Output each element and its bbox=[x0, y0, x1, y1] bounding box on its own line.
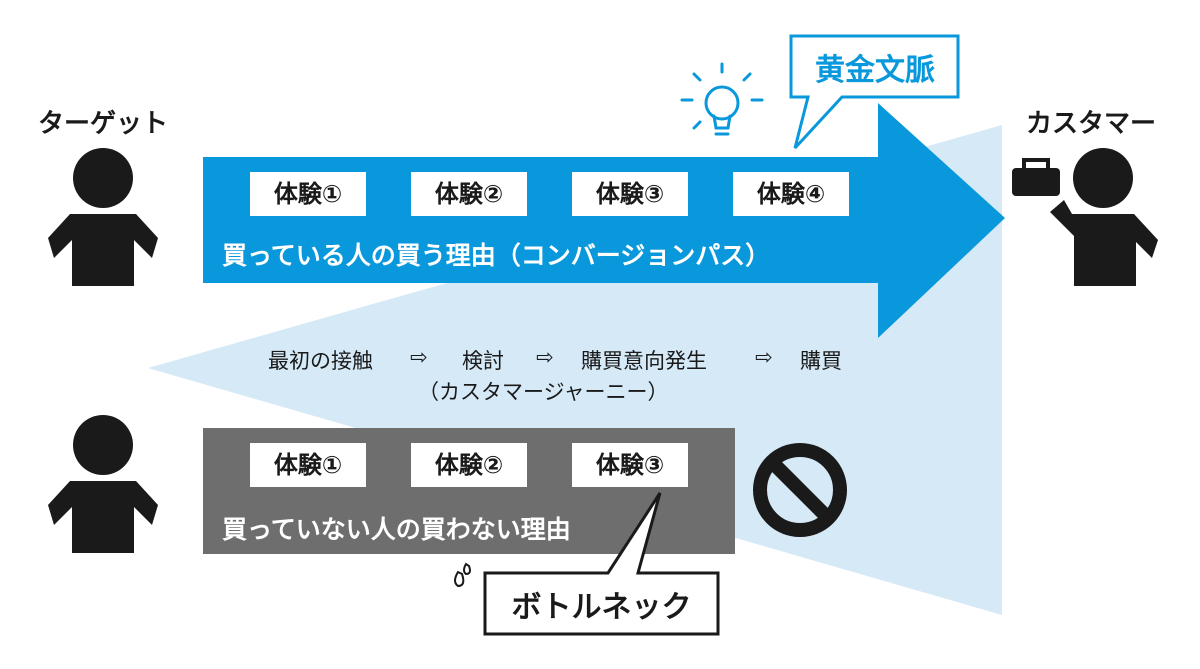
shopper-with-bag-icon bbox=[1012, 148, 1158, 286]
target-person-icon bbox=[48, 148, 158, 286]
journey-caption: （カスタマージャーニー） bbox=[418, 380, 669, 404]
journey-stage-4: 購買 bbox=[800, 349, 842, 373]
conversion-step-1: 体験① bbox=[250, 172, 366, 216]
non-buyer-step-3: 体験③ bbox=[572, 443, 688, 487]
journey-arrow-2: ⇨ bbox=[536, 345, 554, 369]
journey-stage-2: 検討 bbox=[462, 349, 504, 373]
journey-stage-3: 購買意向発生 bbox=[581, 349, 707, 373]
lightbulb-icon bbox=[680, 62, 764, 136]
conversion-path-title: 買っている人の買う理由（コンバージョンパス） bbox=[222, 241, 771, 270]
journey-arrow-1: ⇨ bbox=[410, 345, 428, 369]
conversion-step-4: 体験④ bbox=[733, 172, 849, 216]
golden-context-callout bbox=[789, 34, 960, 150]
prohibited-icon bbox=[753, 443, 847, 537]
bottleneck-callout bbox=[483, 492, 720, 636]
journey-stage-1: 最初の接触 bbox=[268, 349, 373, 373]
conversion-step-3: 体験③ bbox=[572, 172, 688, 216]
target-label: ターゲット bbox=[38, 109, 169, 139]
conversion-step-2: 体験② bbox=[411, 172, 527, 216]
non-buyer-step-1: 体験① bbox=[250, 443, 366, 487]
non-buyer-person-icon bbox=[48, 415, 158, 553]
non-buyer-path-title: 買っていない人の買わない理由 bbox=[222, 515, 571, 544]
customer-label: カスタマー bbox=[1026, 109, 1157, 139]
golden-context-label: 黄金文脈 bbox=[815, 53, 935, 88]
bottleneck-label: ボトルネック bbox=[511, 590, 692, 625]
non-buyer-step-2: 体験② bbox=[411, 443, 527, 487]
journey-arrow-3: ⇨ bbox=[755, 345, 773, 369]
sweat-drop-icon bbox=[454, 562, 471, 588]
conversion-path-arrow bbox=[203, 103, 1005, 338]
